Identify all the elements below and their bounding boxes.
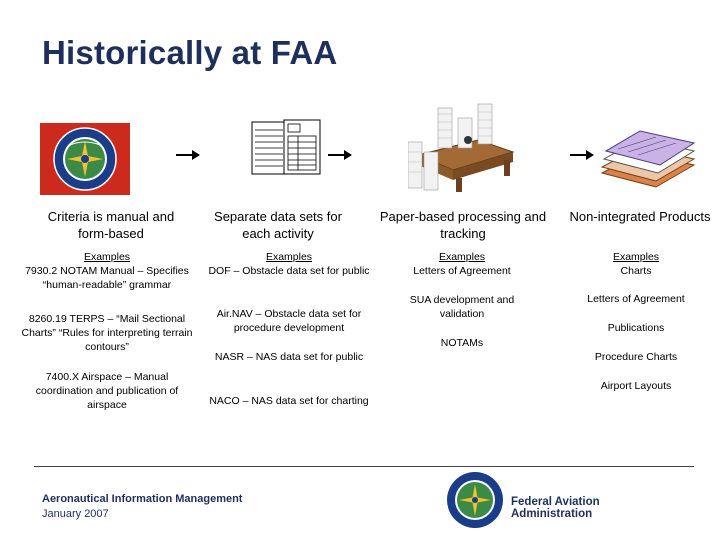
column-3-examples-label: Examples (438, 251, 486, 263)
column-3-item: NOTAMs (440, 337, 484, 349)
column-3-heading: Paper-based processing and tracking (379, 209, 547, 241)
column-4-item: Procedure Charts (594, 351, 678, 363)
footer-brand: Federal Aviation Administration (511, 496, 600, 520)
column-1-heading: Criteria is manual and form-based (47, 209, 175, 241)
page-title: Historically at FAA (42, 34, 338, 71)
footer-program-name: Aeronautical Information Management (42, 493, 243, 505)
column-2-item: NACO – NAS data set for charting (209, 395, 369, 407)
column-2-heading: Separate data sets for each activity (214, 209, 342, 241)
desk-with-paper-stacks-icon (407, 100, 518, 195)
footer-date: January 2007 (42, 508, 109, 520)
column-4-item: Letters of Agreement (587, 293, 685, 305)
footer-brand-line1: Federal Aviation (511, 496, 600, 508)
column-4-item: Airport Layouts (600, 380, 672, 392)
forms-icon (250, 118, 322, 180)
column-1-item: 8260.19 TERPS – “Mail Sectional Charts” … (21, 313, 193, 353)
column-3-item: Letters of Agreement (413, 265, 511, 277)
column-2-item: Air.NAV – Obstacle data set for procedur… (216, 308, 362, 334)
column-1-item: 7930.2 NOTAM Manual – Specifies “human-r… (25, 265, 189, 291)
footer-brand-line2: Administration (511, 508, 593, 520)
column-4-item: Publications (607, 322, 665, 334)
arrow-icon (328, 147, 352, 160)
column-2-examples-label: Examples (265, 251, 313, 263)
column-1-item: 7400.X Airspace – Manual coordination an… (35, 371, 179, 411)
column-4-heading: Non-integrated Products (569, 209, 711, 224)
faa-seal-logo-red (40, 123, 130, 195)
column-3-item: SUA development and validation (409, 294, 515, 320)
footer-divider (34, 466, 694, 467)
chart-stack-icon (598, 125, 698, 195)
column-4-examples-label: Examples (612, 251, 660, 263)
column-4-item: Charts (620, 265, 652, 277)
column-1-examples-label: Examples (83, 251, 131, 263)
arrow-icon (570, 147, 594, 160)
faa-seal-logo (446, 470, 504, 530)
arrow-icon (176, 147, 200, 160)
column-2-item: NASR – NAS data set for public (214, 351, 364, 363)
column-2-item: DOF – Obstacle data set for public (208, 265, 370, 277)
